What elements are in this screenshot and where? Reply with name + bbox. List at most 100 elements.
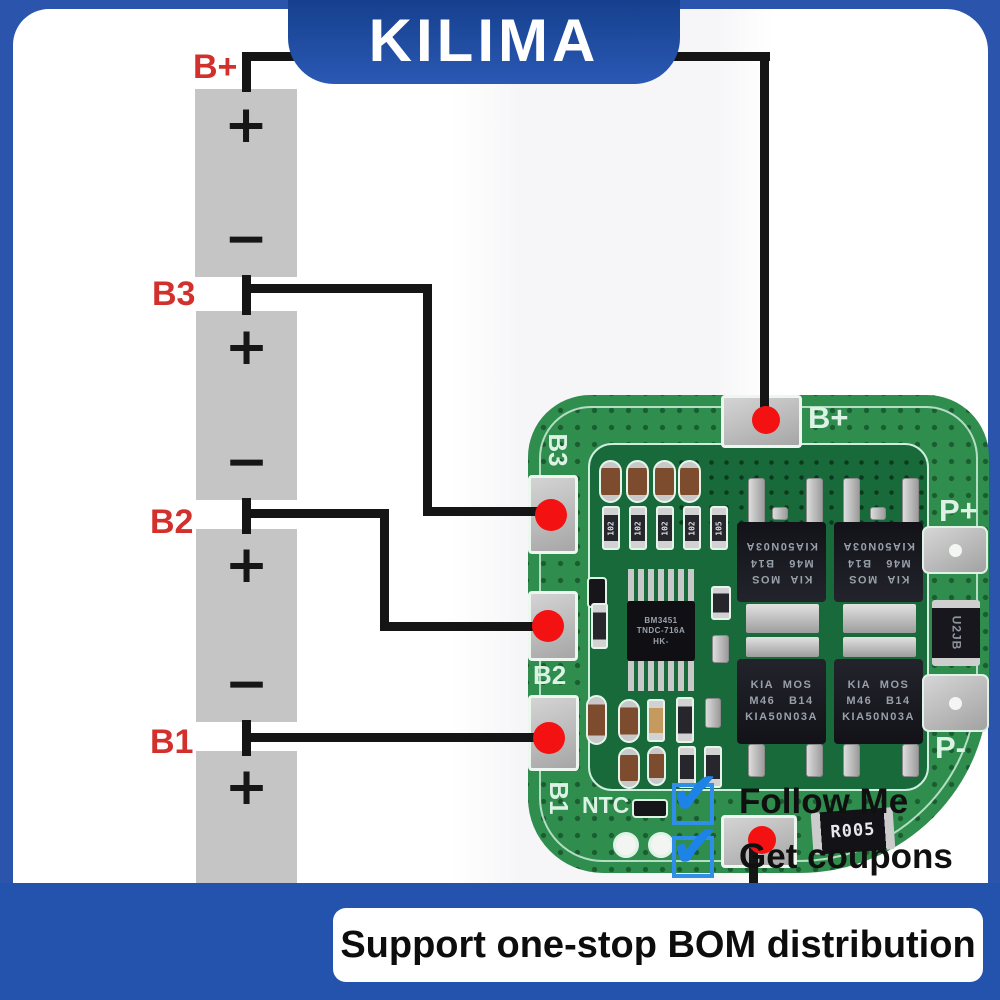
follow-me-label[interactable]: Follow Me	[739, 782, 909, 821]
resistor-label: 102	[606, 520, 616, 536]
battery-3-plus-symbol: +	[224, 535, 269, 595]
mosfet-pin	[748, 744, 765, 777]
smd-resistor-102: 102	[683, 506, 701, 550]
smd-capacitor-silver	[705, 698, 721, 728]
mosfet-pin	[806, 478, 823, 524]
battery-cell-2: + −	[196, 311, 297, 500]
ntc-thermistor	[632, 799, 668, 818]
wire-b3-stub	[242, 275, 251, 315]
smd-resistor-102: 102	[629, 506, 647, 550]
mosfet-marking: KIA50N03A	[842, 711, 915, 724]
mosfet-marking: KIA50N03A	[842, 540, 915, 553]
mosfet-3: KIA MOS M46 B14 KIA50N03A	[737, 659, 826, 744]
diode-marking: U2JB	[949, 615, 963, 651]
ic-marking: BM3451	[644, 615, 678, 625]
smd-capacitor	[626, 460, 649, 503]
mosfet-pin	[806, 744, 823, 777]
mosfet-marking: KIA MOS	[847, 678, 910, 691]
smd-capacitor	[647, 746, 666, 786]
mosfet-pin	[843, 478, 860, 524]
battery-3-minus-symbol: −	[224, 654, 269, 714]
brand-name: KILIMA	[368, 6, 600, 74]
battery-cell-1: + −	[195, 89, 297, 277]
mosfet-tab	[746, 604, 819, 633]
diode-u2jb: U2JB	[932, 600, 980, 666]
silk-p-minus: P-	[935, 730, 966, 765]
wire-b3-horizontal-2	[423, 507, 553, 516]
battery-2-plus-symbol: +	[224, 317, 269, 377]
mosfet-marking: M46 B14	[749, 694, 814, 707]
bms-circuit-board: B+ B3 B2 B1 102 102 102 102 105 KIA MOS …	[528, 395, 989, 873]
mosfet-marking: KIA MOS	[750, 678, 813, 691]
solder-dot-b1	[533, 722, 565, 754]
battery-1-minus-symbol: −	[224, 209, 268, 269]
ic-pins-bottom	[628, 661, 694, 691]
get-coupons-checkbox[interactable]	[672, 836, 714, 878]
mosfet-pin	[902, 478, 919, 524]
smd-capacitor	[678, 460, 701, 503]
solder-dot-b-minus	[748, 826, 776, 854]
solder-dot-b2	[532, 610, 564, 642]
smd-resistor	[711, 586, 731, 620]
battery-4-plus-symbol: +	[224, 757, 269, 817]
follow-me-check-icon[interactable]: ✔	[670, 759, 721, 829]
smd-capacitor	[618, 699, 640, 743]
silk-b1: B1	[544, 781, 574, 815]
battery-cell-3: + −	[196, 529, 297, 722]
bottom-bar: Support one-stop BOM distribution	[0, 883, 1000, 1000]
solder-jumper	[870, 507, 886, 520]
battery-1-plus-symbol: +	[224, 95, 268, 155]
silk-b2: B2	[533, 660, 567, 690]
wire-label-b2: B2	[150, 503, 194, 541]
mosfet-2: KIA MOS M46 B14 KIA50N03A	[834, 522, 923, 602]
wire-b2-horizontal-2	[380, 622, 552, 631]
wire-label-b3: B3	[152, 275, 196, 313]
pad-center-dot	[949, 696, 962, 710]
mosfet-tab	[843, 637, 916, 657]
ic-bm3451: BM3451 TNDC-716A HK-	[627, 601, 695, 661]
wire-b3-vertical	[423, 284, 432, 516]
solder-jumper	[772, 507, 788, 520]
mosfet-4: KIA MOS M46 B14 KIA50N03A	[834, 659, 923, 744]
silk-ntc: NTC	[582, 792, 630, 818]
wire-b2-horizontal-1	[242, 509, 389, 518]
mosfet-tab	[746, 637, 819, 657]
smd-capacitor	[653, 460, 676, 503]
smd-resistor-102: 102	[656, 506, 674, 550]
follow-me-checkbox[interactable]	[672, 783, 714, 825]
wire-b1-horizontal	[242, 733, 552, 742]
solder-dot-b-plus	[752, 406, 780, 434]
brand-badge: KILIMA	[288, 0, 680, 84]
wire-bplus-stub	[242, 52, 251, 92]
banner-box: Support one-stop BOM distribution	[333, 908, 983, 982]
pad-p-plus	[922, 526, 988, 574]
resistor-label: 102	[687, 520, 697, 536]
smd-resistor-105: 105	[710, 506, 728, 550]
smd-capacitor	[586, 695, 607, 745]
smd-resistor	[676, 697, 694, 743]
smd-capacitor-silver	[712, 635, 729, 663]
ic-marking: HK-	[653, 636, 669, 646]
mosfet-marking: KIA50N03A	[745, 540, 818, 553]
mosfet-pin	[902, 744, 919, 777]
smd-capacitor	[599, 460, 622, 503]
mosfet-marking: M46 B14	[749, 556, 814, 569]
battery-2-minus-symbol: −	[224, 432, 269, 492]
mosfet-marking: KIA50N03A	[745, 711, 818, 724]
silk-b3: B3	[543, 433, 573, 467]
silk-p-plus: P+	[939, 493, 978, 528]
get-coupons-check-icon[interactable]: ✔	[670, 812, 721, 882]
wire-b3-horizontal-1	[242, 284, 432, 293]
mosfet-tab	[843, 604, 916, 633]
smd-resistor	[591, 603, 608, 649]
smd-resistor	[647, 699, 665, 742]
wire-label-b1: B1	[150, 723, 194, 761]
wire-label-b-plus: B+	[193, 48, 238, 86]
get-coupons-label[interactable]: Get coupons	[739, 837, 953, 876]
smd-resistor	[678, 746, 696, 788]
mosfet-marking: M46 B14	[846, 556, 911, 569]
battery-cell-4: +	[196, 751, 297, 883]
mounting-hole	[613, 832, 639, 858]
mosfet-pin	[748, 478, 765, 524]
